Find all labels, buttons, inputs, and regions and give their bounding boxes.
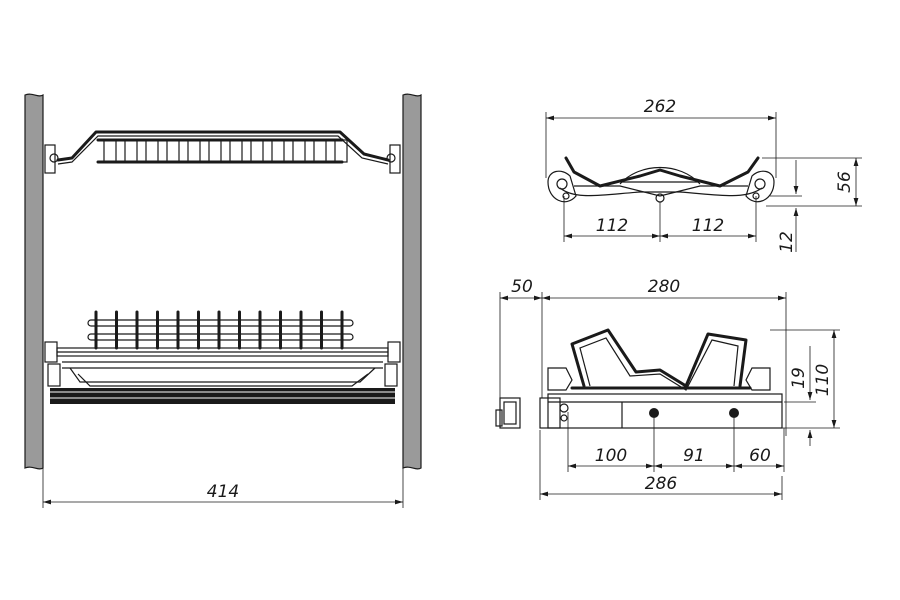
front-view: 414: [24, 93, 422, 508]
dim-60: 60: [749, 446, 771, 466]
rack-slat: [334, 139, 348, 163]
rack-slat: [145, 139, 159, 163]
dim-262: 262: [644, 97, 676, 117]
dim-91: 91: [683, 446, 705, 466]
dim-19: 19: [789, 367, 809, 389]
rack-slat: [292, 139, 306, 163]
rack-slat: [166, 139, 180, 163]
rack-slat: [187, 139, 201, 163]
side-view: 50 280 100 91 60 286 19 110: [495, 277, 840, 500]
rack-slat: [103, 139, 117, 163]
top-view: 262 112 112 56 12: [545, 97, 862, 253]
right-cabinet-wall: [402, 93, 422, 470]
dim-286: 286: [645, 474, 678, 494]
dim-12: 12: [777, 231, 797, 253]
rack-slat: [250, 139, 264, 163]
dim-50: 50: [511, 277, 533, 297]
rack-slat: [208, 139, 222, 163]
dimension-front-width: 414: [42, 420, 404, 508]
rack-slat: [229, 139, 243, 163]
rack-slat: [124, 139, 138, 163]
dim-112-right: 112: [692, 216, 724, 236]
dim-100: 100: [595, 446, 627, 466]
left-cabinet-wall: [24, 93, 44, 470]
dim-112-left: 112: [596, 216, 628, 236]
upper-rack: [44, 130, 401, 174]
dim-280: 280: [648, 277, 680, 297]
rack-slat: [271, 139, 285, 163]
lower-rack: [44, 310, 401, 404]
rack-slat: [313, 139, 327, 163]
dim-110: 110: [813, 364, 833, 396]
dim-56: 56: [835, 171, 855, 193]
dim-414: 414: [207, 482, 239, 502]
